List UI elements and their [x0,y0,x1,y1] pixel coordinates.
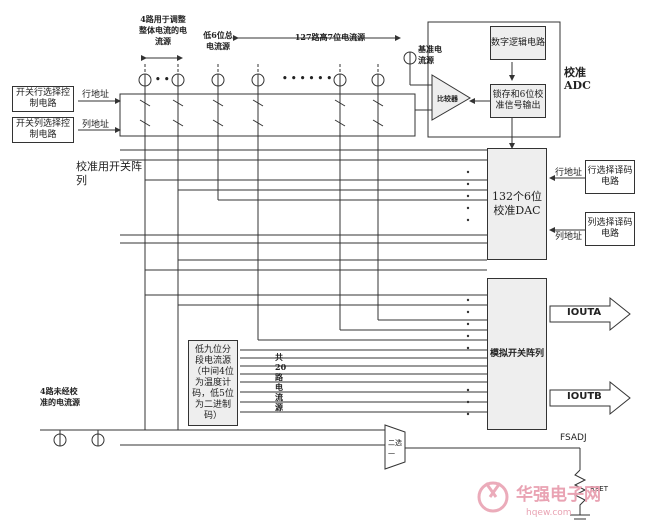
row-decoder-box: 行选择译码电路 [585,160,635,194]
low9-segment-source-box: 低九位分段电流源（中间4位为温度计码，低5位为二进制码） [188,340,238,426]
digital-logic-box: 数字逻辑电路 [490,26,546,60]
row-address-right-label: 行地址 [555,168,583,178]
ref-source-label: 基准电流源 [418,44,442,65]
uncal-sources-label: 4路未经校准的电流源 [40,386,80,407]
row-select-control-text: 开关行选择控制电路 [15,88,70,109]
rset-label: RSET [590,485,609,493]
col-address-label: 列地址 [82,120,110,130]
row-decoder-text: 行选择译码电路 [587,166,633,187]
calibration-dac-box: 132个6位校准DAC [487,148,547,260]
total-sources-label: 共20路电流源 [275,352,287,412]
row-address-label: 行地址 [82,90,110,100]
col-select-control-text: 开关列选择控制电路 [15,119,70,140]
analog-switch-array-text: 模拟开关阵列 [489,348,544,359]
select2-label: 二选一 [388,439,402,458]
calib-switch-array-label: 校准用开关阵列 [76,160,142,187]
iouta-label: IOUTA [567,307,602,318]
watermark-logo [477,481,509,513]
fsadj-label: FSADJ [560,433,587,443]
calib-adc-label: 校准ADC [564,66,591,92]
latch-output-text: 锁存和6位校准信号输出 [492,90,544,111]
calibration-dac-text: 132个6位校准DAC [492,190,542,217]
source-dots: • • • • • • [282,74,333,84]
watermark-text: 华强电子网 [516,485,601,505]
col-decoder-box: 列选择译码电路 [585,212,635,246]
latch-output-box: 锁存和6位校准信号输出 [490,84,546,118]
row-select-control-box: 开关行选择控制电路 [12,86,74,112]
watermark-url: hqew.com [526,508,572,518]
current-source-row [138,51,417,87]
col-select-control-box: 开关列选择控制电路 [12,117,74,143]
low9-segment-source-text: 低九位分段电流源（中间4位为温度计码，低5位为二进制码） [192,344,234,421]
digital-logic-text: 数字逻辑电路 [491,37,546,48]
high-bit-sources-label: 127路高7位电流源 [294,32,366,42]
adjust-sources-label: 4路用于调整整体电流的电流源 [139,14,187,46]
col-address-right-label: 列地址 [555,232,583,242]
ioutb-label: IOUTB [567,391,602,402]
analog-switch-array-box: 模拟开关阵列 [487,278,547,430]
source-dots-small: • • [155,75,170,85]
low-bit-sources-label: 低6位总电流源 [203,30,233,51]
col-decoder-text: 列选择译码电路 [587,218,633,239]
comparator-label: 比较器 [437,94,458,103]
